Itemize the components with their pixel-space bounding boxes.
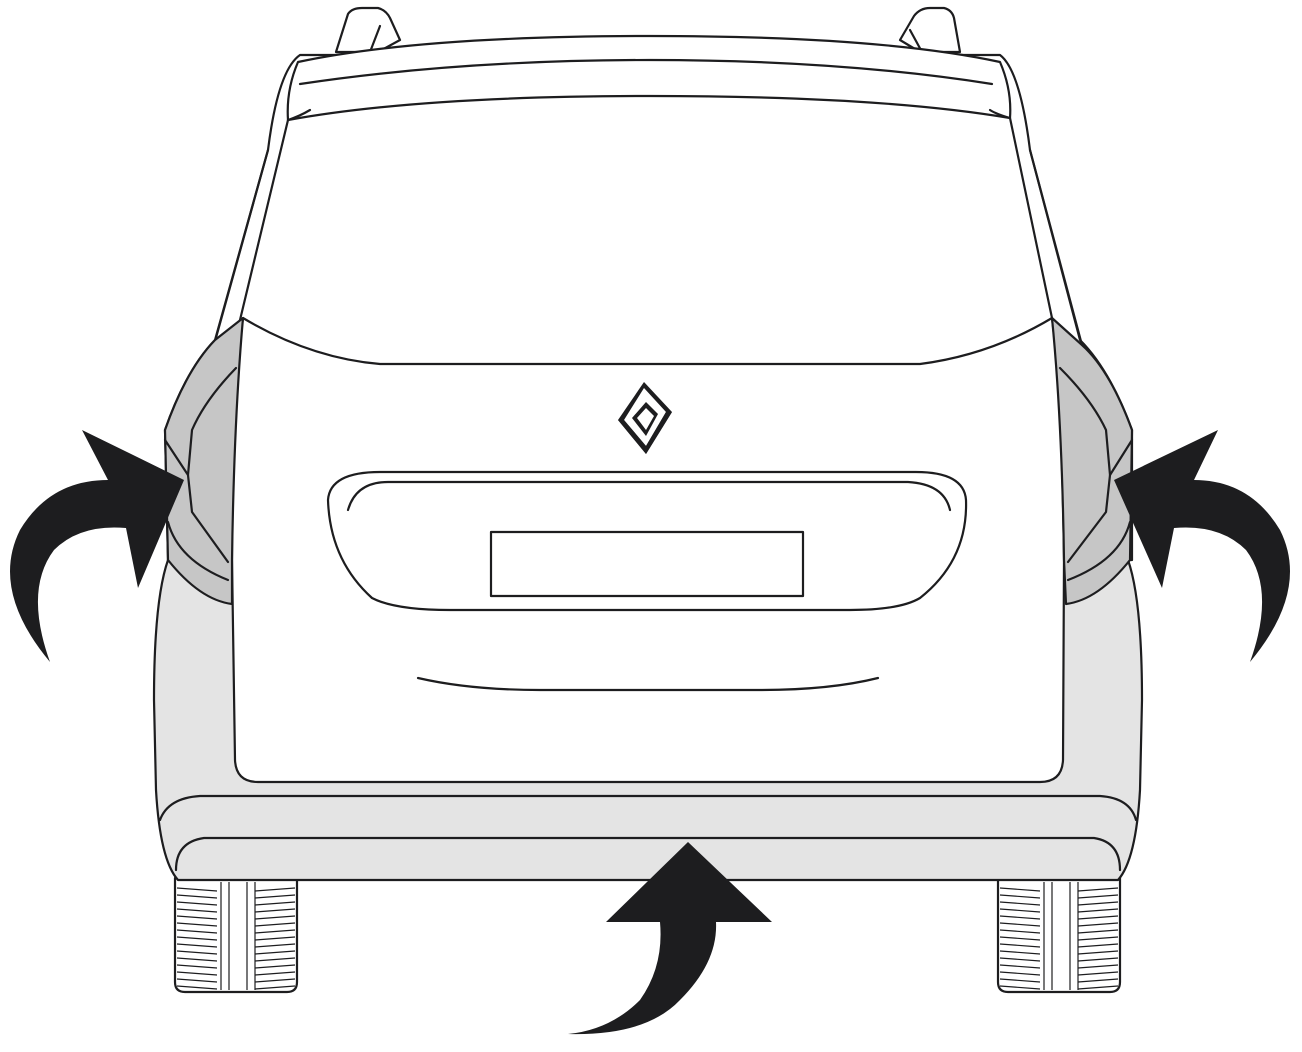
right-tail-light <box>1052 318 1132 604</box>
license-plate <box>491 532 803 596</box>
left-tyre <box>175 878 297 992</box>
left-tail-light <box>165 318 243 604</box>
right-tyre <box>998 878 1120 992</box>
